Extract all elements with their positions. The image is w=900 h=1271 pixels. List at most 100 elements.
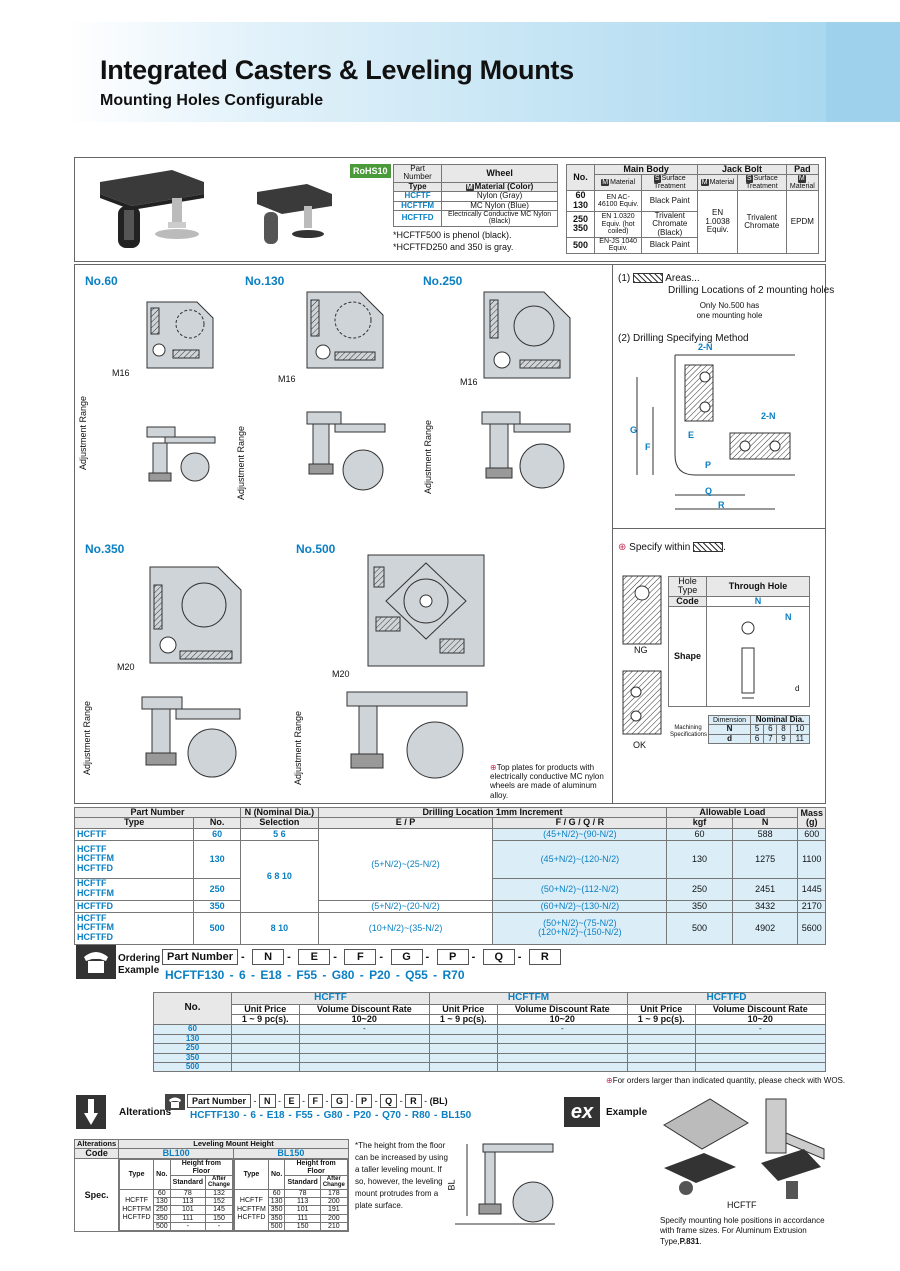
row-mass: 5600 xyxy=(797,911,826,945)
h-vol: Volume Discount Rate xyxy=(496,1003,628,1015)
ordering-example: HCFTF130 - 6 - E18 - F55 - G80 - P20 - Q… xyxy=(165,968,465,982)
drawing-350-side xyxy=(141,696,241,778)
alt-cell: 78 xyxy=(169,1188,207,1198)
h-no: No. xyxy=(193,817,241,829)
drawings-divider-h xyxy=(612,528,826,529)
adjustment-range-label: Adjustment Range xyxy=(78,395,88,470)
h-load: Allowable Load xyxy=(666,806,799,819)
adjustment-range-label: Adjustment Range xyxy=(423,419,433,494)
drawing-130-top xyxy=(306,291,384,369)
adjustment-range-label: Adjustment Range xyxy=(82,700,92,775)
alt-field-n: N xyxy=(259,1094,276,1108)
drawings-divider xyxy=(612,264,613,804)
h-qty: 1 ~ 9 pc(s). xyxy=(231,1013,300,1026)
ng-label: NG xyxy=(634,645,648,655)
row-newton: 4902 xyxy=(731,911,799,945)
row-fgqr: (50+N/2)~(112-N/2) xyxy=(492,877,668,901)
alt-cell: 178 xyxy=(319,1188,348,1198)
top-section xyxy=(74,157,826,262)
alt-bl150: BL150 xyxy=(233,1147,349,1160)
alt-std-h: Standard xyxy=(169,1175,207,1190)
body-surf: Black Paint xyxy=(641,190,699,212)
alterations-label: Alterations xyxy=(119,1107,172,1118)
body-no: 250 xyxy=(572,213,589,224)
alt-std-h: Standard xyxy=(284,1175,321,1190)
row-newton: 588 xyxy=(731,827,799,841)
alt-type: HCFTF xyxy=(239,1196,263,1204)
drawing-label-250: No.250 xyxy=(423,274,463,288)
alt-cell: 130 xyxy=(267,1196,286,1207)
alt-cell: 78 xyxy=(284,1188,321,1198)
price-row-no: 60 xyxy=(153,1024,232,1035)
h-newton: N xyxy=(731,817,799,829)
body-no: 130 xyxy=(572,200,589,211)
row-fgqr: (50+N/2)~(75-N/2) xyxy=(543,917,617,928)
row-kgf: 130 xyxy=(666,839,733,879)
row-kgf: 500 xyxy=(666,911,733,945)
drawing-label-350: No.350 xyxy=(85,542,125,556)
phone-icon xyxy=(76,945,116,979)
alt-type-h: Type xyxy=(119,1159,154,1190)
alt-type: HCFTFM xyxy=(122,1205,151,1213)
alt-cell: - xyxy=(205,1221,233,1232)
jack-h-mat: Material xyxy=(709,179,735,187)
alt-cell: 210 xyxy=(319,1221,348,1232)
alt-field-q: Q xyxy=(380,1094,398,1108)
alt-cell: 101 xyxy=(284,1205,321,1215)
spec-areas: (1) Areas... xyxy=(618,273,700,284)
spec-drill-locations: Drilling Locations of 2 mounting holes xyxy=(668,285,835,296)
machining-spec: Machining Specifications xyxy=(670,725,708,739)
row-no: 500 xyxy=(193,911,241,945)
h-type: Type xyxy=(73,817,195,829)
body-h-main: Main Body xyxy=(593,163,699,176)
price-dash: - xyxy=(298,1024,430,1035)
wheel-h-wheel: Wheel xyxy=(441,164,558,183)
alt-cell: 60 xyxy=(267,1188,286,1198)
price-dash: - xyxy=(694,1024,827,1035)
field-r: R xyxy=(528,949,561,965)
ex-icon: ex xyxy=(564,1097,600,1127)
label-2n: 2-N xyxy=(761,411,776,421)
alt-type: HCFTFD xyxy=(122,1214,151,1222)
drawing-label-60: No.60 xyxy=(85,274,118,288)
h-kgf: kgf xyxy=(666,817,733,829)
drawing-60-side xyxy=(146,426,216,482)
drawing-label-500: No.500 xyxy=(296,542,336,556)
alt-cell: 350 xyxy=(267,1205,286,1215)
ng-diagram xyxy=(622,575,662,645)
alt-cell: 111 xyxy=(169,1213,207,1223)
h-unit: Unit Price xyxy=(231,1003,300,1015)
row-mass: 1100 xyxy=(797,839,826,879)
code-n: N xyxy=(706,595,810,608)
drill-method-diagram xyxy=(636,354,795,510)
shape-h: Shape xyxy=(668,606,707,708)
body-surf: Black Paint xyxy=(641,237,699,254)
row-fgqr: (120+N/2)~(150-N/2) xyxy=(538,927,622,938)
row-newton: 1275 xyxy=(731,839,799,879)
alt-cell: 111 xyxy=(284,1213,321,1223)
body-h-pad: Pad xyxy=(785,163,820,176)
d-val: 11 xyxy=(789,733,811,745)
shape-n: N xyxy=(785,612,792,623)
alt-field-bl: (BL) xyxy=(429,1096,448,1106)
h-n: N (Nominal Dia.) xyxy=(239,806,319,819)
row-type: HCFTFM xyxy=(77,853,114,864)
shape-diagram xyxy=(741,621,755,699)
alt-cell: 500 xyxy=(267,1221,286,1232)
m20-label: M20 xyxy=(332,669,350,679)
alt-type: HCFTFD xyxy=(237,1214,266,1222)
alt-cell: 350 xyxy=(152,1213,171,1223)
body-no: 350 xyxy=(572,223,589,234)
row-kgf: 350 xyxy=(666,899,733,913)
alt-cell: 130 xyxy=(152,1196,171,1207)
body-no: 500 xyxy=(566,237,595,254)
wheel-note-1: *HCFTF500 is phenol (black). xyxy=(393,230,512,240)
specify-within: ⊕ Specify within . xyxy=(618,542,726,553)
h-drill: Drilling Location 1mm Increment xyxy=(317,806,668,819)
alt-h-spec: Spec. xyxy=(73,1158,120,1233)
